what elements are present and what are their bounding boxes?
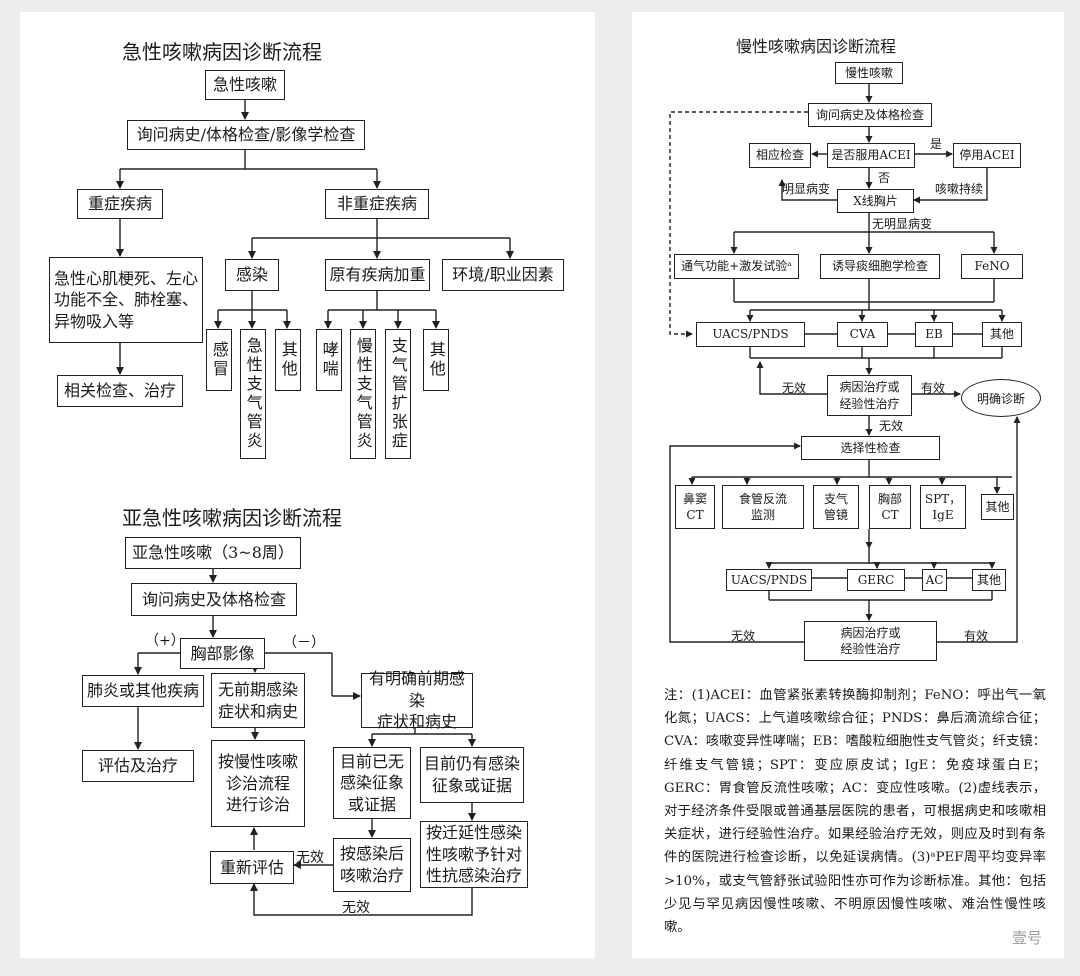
selective-exam-box: 选择性检查 [801, 436, 940, 460]
infection-box: 感染 [225, 259, 279, 291]
acute-history-box: 询问病史/体格检查/影像学检查 [127, 120, 365, 150]
chronic-bronchitis-box: 慢性支气管炎 [350, 329, 376, 459]
esophageal-box: 食管反流 监测 [722, 485, 804, 529]
sputum-cytology-box: 诱导痰细胞学检查 [820, 254, 940, 279]
yes-label: 是 [930, 137, 943, 151]
other-c-box: 其他 [972, 569, 1006, 591]
cva-box: CVA [837, 322, 888, 347]
severe-disease-box: 重症疾病 [77, 189, 163, 219]
relevant-exam-box: 相应检查 [749, 143, 811, 168]
right-panel: 慢性咳嗽病因诊断流程 慢性咳嗽 询问病史及体格检查 相应检查 是否服用ACEI … [632, 12, 1064, 958]
subacute-history-box: 询问病史及体格检查 [131, 583, 297, 616]
bronchiectasis-box: 支气管扩张症 [385, 329, 411, 459]
negative-label: （－） [283, 635, 325, 651]
current-infection-box: 目前仍有感染 征象或证据 [420, 747, 524, 803]
no-label: 否 [878, 171, 891, 185]
evaluate-treat-box: 评估及治疗 [82, 750, 194, 782]
severe-list-box: 急性心肌梗死、左心功能不全、肺栓塞、异物吸入等 [49, 257, 203, 343]
left-connectors [116, 99, 514, 916]
invalid-b-label: 无效 [879, 419, 904, 433]
chest-imaging-box: 胸部影像 [180, 638, 265, 669]
cough-persists-label: 咳嗽持续 [935, 182, 984, 196]
positive-label: （+） [145, 633, 185, 649]
prior-infection-box: 有明确前期感染 症状和病史 [361, 669, 473, 731]
lung-function-box: 通气功能+激发试验ᵃ [674, 254, 799, 279]
reassess-box: 重新评估 [210, 851, 294, 884]
no-obvious-lesion-label: 无明显病变 [872, 217, 933, 231]
chronic-title: 慢性咳嗽病因诊断流程 [736, 37, 897, 56]
pneumonia-box: 肺炎或其他疾病 [82, 675, 204, 707]
spt-ige-box: SPT， IgE [920, 485, 966, 529]
xray-box: X线胸片 [837, 189, 914, 213]
asthma-box: 哮喘 [316, 329, 342, 391]
subacute-title: 亚急性咳嗽病因诊断流程 [122, 506, 342, 530]
invalid-c-label: 无效 [731, 629, 756, 643]
invalid-label-2: 无效 [342, 900, 370, 916]
invalid-a-label: 无效 [782, 381, 807, 395]
chronic-history-box: 询问病史及体格检查 [808, 103, 932, 127]
no-current-infection-box: 目前已无 感染征象 或证据 [333, 747, 411, 819]
gerc-box: GERC [847, 569, 905, 591]
ac-box: AC [922, 569, 947, 591]
other-a-box: 其他 [982, 322, 1022, 347]
prolonged-treat-box: 按迁延性感染 性咳嗽予针对 性抗感染治疗 [420, 821, 528, 888]
acei-question-box: 是否服用ACEI [827, 143, 915, 168]
chest-ct-box: 胸部 CT [869, 485, 911, 529]
obvious-lesion-label: 明显病变 [782, 182, 831, 196]
etiology-treat-2-box: 病因治疗或 经验性治疗 [804, 621, 937, 661]
acute-cough-box: 急性咳嗽 [205, 70, 285, 100]
acute-bronchitis-box: 急性支气管炎 [240, 329, 266, 459]
nonsevere-disease-box: 非重症疾病 [325, 189, 429, 219]
subacute-cough-box: 亚急性咳嗽（3~8周） [125, 537, 301, 569]
acute-title: 急性咳嗽病因诊断流程 [122, 40, 322, 64]
uacs2-box: UACS/PNDS [726, 569, 812, 591]
effective-a-label: 有效 [921, 381, 946, 395]
uacs-box: UACS/PNDS [696, 322, 805, 347]
feno-box: FeNO [961, 254, 1023, 279]
sinus-ct-box: 鼻窦 CT [675, 485, 715, 529]
other-b-box: 其他 [981, 494, 1014, 520]
footnote-text: 注：(1)ACEI：血管紧张素转换酶抑制剂；FeNO：呼出气一氧化氮；UACS：… [664, 688, 1046, 936]
effective-c-label: 有效 [964, 629, 989, 643]
other-existing-box: 其他 [423, 329, 449, 391]
chronic-flow-box: 按慢性咳嗽 诊治流程 进行诊治 [211, 740, 305, 827]
left-panel: 急性咳嗽病因诊断流程 急性咳嗽 询问病史/体格检查/影像学检查 重症疾病 非重症… [20, 12, 595, 958]
no-prior-infection-box: 无前期感染 症状和病史 [211, 673, 305, 728]
other-infection-box: 其他 [275, 329, 301, 391]
etiology-treat-1-box: 病因治疗或 经验性治疗 [827, 375, 912, 416]
confirmed-diagnosis-ellipse: 明确诊断 [961, 379, 1041, 417]
post-infection-treat-box: 按感染后 咳嗽治疗 [333, 838, 411, 892]
stop-acei-box: 停用ACEI [953, 143, 1021, 168]
chronic-cough-box: 慢性咳嗽 [835, 62, 903, 84]
eb-box: EB [915, 322, 953, 347]
environment-box: 环境/职业因素 [442, 259, 564, 291]
existing-disease-box: 原有疾病加重 [325, 259, 430, 291]
bronchoscopy-box: 支气 管镜 [813, 485, 859, 529]
related-exam-box: 相关检查、治疗 [57, 375, 183, 407]
invalid-label-1: 无效 [296, 850, 324, 866]
cold-box: 感冒 [206, 329, 232, 391]
watermark: 壹号 [1011, 929, 1042, 947]
